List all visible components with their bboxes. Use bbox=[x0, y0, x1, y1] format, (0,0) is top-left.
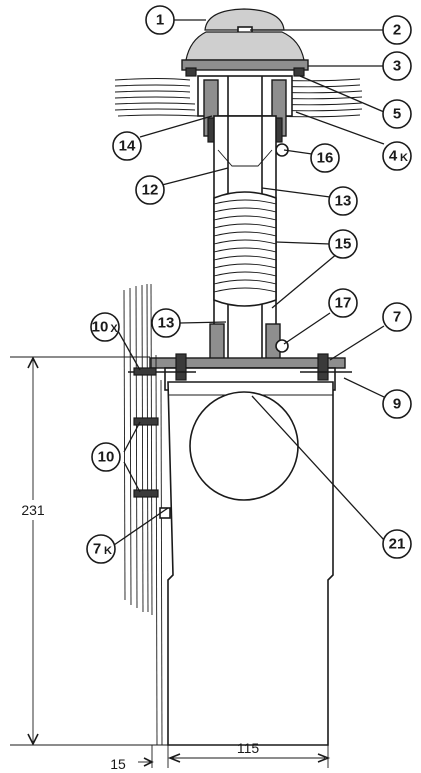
side-screws bbox=[133, 367, 171, 519]
callout-21-label: 21 bbox=[389, 536, 406, 553]
callout-14-label: 14 bbox=[119, 138, 136, 155]
callout-16-label: 16 bbox=[317, 150, 334, 167]
callout-15-label: 15 bbox=[335, 236, 352, 253]
cap-hood bbox=[181, 8, 309, 77]
callout-17: 17 bbox=[328, 288, 358, 318]
flex-bellows bbox=[213, 191, 277, 307]
leader-lines bbox=[113, 19, 385, 546]
callout-13-lower: 13 bbox=[151, 308, 181, 338]
callout-16: 16 bbox=[310, 143, 340, 173]
callout-2-label: 2 bbox=[393, 22, 401, 39]
callout-12-label: 12 bbox=[142, 182, 159, 199]
housing-body bbox=[167, 381, 334, 746]
callout-13-lower-label: 13 bbox=[158, 315, 175, 332]
callout-7k: 7 K bbox=[86, 534, 116, 564]
callout-10x: 10 X bbox=[90, 312, 120, 342]
callout-7k-label: 7 bbox=[93, 541, 101, 558]
callout-10x-suffix: X bbox=[110, 323, 118, 335]
dimension-lines bbox=[10, 356, 331, 768]
callout-21: 21 bbox=[382, 529, 412, 559]
callout-4k-label: 4 bbox=[389, 148, 398, 165]
upper-collar bbox=[197, 75, 293, 157]
callout-5-label: 5 bbox=[393, 106, 401, 123]
dimension-offset-label: 15 bbox=[110, 756, 126, 772]
callout-7-label: 7 bbox=[393, 309, 401, 326]
callout-10: 10 bbox=[91, 442, 121, 472]
callout-10-label: 10 bbox=[98, 449, 115, 466]
callout-7k-suffix: K bbox=[104, 545, 112, 557]
callout-1-label: 1 bbox=[156, 12, 164, 29]
callout-4k-suffix: K bbox=[400, 152, 408, 164]
callout-17-label: 17 bbox=[335, 295, 352, 312]
callout-3-label: 3 bbox=[393, 58, 401, 75]
callout-10x-label: 10 bbox=[92, 319, 109, 336]
wall-studs bbox=[123, 283, 163, 746]
callout-1: 1 bbox=[145, 5, 175, 35]
callout-13-upper: 13 bbox=[328, 186, 358, 216]
callout-13-upper-label: 13 bbox=[335, 193, 352, 210]
callout-3: 3 bbox=[382, 51, 412, 81]
dimension-height-label: 231 bbox=[21, 502, 45, 518]
dimension-width-label: 115 bbox=[237, 740, 260, 756]
callout-5: 5 bbox=[382, 99, 412, 129]
callout-9: 9 bbox=[382, 389, 412, 419]
callout-7: 7 bbox=[382, 302, 412, 332]
callout-9-label: 9 bbox=[393, 396, 401, 413]
callout-4k: 4 K bbox=[382, 141, 412, 171]
callout-2: 2 bbox=[382, 15, 412, 45]
callout-14: 14 bbox=[112, 131, 142, 161]
callout-15: 15 bbox=[328, 229, 358, 259]
callout-12: 12 bbox=[135, 175, 165, 205]
